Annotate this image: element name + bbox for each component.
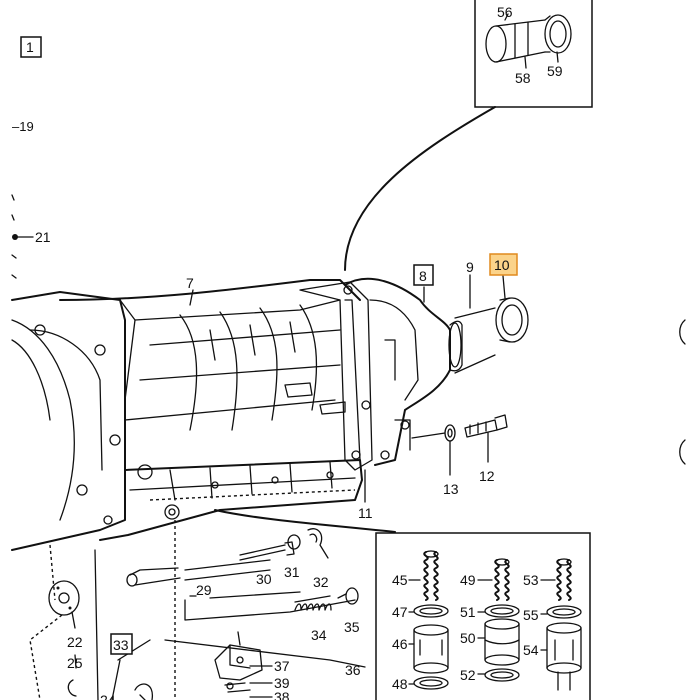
callout-35: 35 [344, 619, 360, 635]
callout-21: 21 [35, 229, 51, 245]
callout-34: 34 [311, 627, 327, 643]
inset-valves [214, 509, 591, 700]
callout-36: 36 [345, 662, 361, 678]
callout-39: 39 [274, 675, 290, 691]
callout-30: 30 [256, 571, 272, 587]
ref-box-8 [413, 264, 434, 286]
ref-box-33 [110, 633, 133, 655]
callout-52: 52 [460, 667, 476, 683]
callout-58: 58 [515, 70, 531, 86]
callout-13: 13 [443, 481, 459, 497]
callout-51: 51 [460, 604, 476, 620]
seal-part-10 [495, 275, 529, 343]
callout-22: 22 [67, 634, 83, 650]
ref-box-1 [20, 36, 42, 58]
callout-33: 33 [113, 637, 129, 653]
callout-10: 10 [494, 257, 510, 273]
callout-56: 56 [497, 4, 513, 20]
callout-9: 9 [466, 259, 474, 275]
callout-54: 54 [523, 642, 539, 658]
callout-53: 53 [523, 572, 539, 588]
callout-45: 45 [392, 572, 408, 588]
callout-37: 37 [274, 658, 290, 674]
callout-48: 48 [392, 676, 408, 692]
callout-11: 11 [358, 505, 373, 521]
transmission-housing [11, 277, 496, 551]
selector-linkage [29, 520, 366, 700]
callout-24: 24 [100, 692, 116, 700]
inset-leader-line [344, 106, 496, 271]
callout-49: 49 [460, 572, 476, 588]
callout-38: 38 [274, 689, 290, 700]
callout-50: 50 [460, 630, 476, 646]
bolt-part-12 [411, 414, 508, 476]
ref-box-1-label: 1 [26, 39, 34, 55]
inset-top: 56 58 59 [474, 0, 593, 108]
callout-32: 32 [313, 574, 329, 590]
callout-31: 31 [284, 564, 300, 580]
callout-12: 12 [479, 468, 495, 484]
callout-7: 7 [186, 275, 194, 291]
callout-55: 55 [523, 607, 539, 623]
callout-46: 46 [392, 636, 408, 652]
callout-29: 29 [196, 582, 212, 598]
callout-25: 25 [67, 655, 83, 671]
callout-47: 47 [392, 604, 408, 620]
callout-8: 8 [419, 268, 427, 284]
highlight-callout-10 [489, 253, 518, 276]
callout-19: –19 [12, 119, 34, 134]
callout-59: 59 [547, 63, 563, 79]
